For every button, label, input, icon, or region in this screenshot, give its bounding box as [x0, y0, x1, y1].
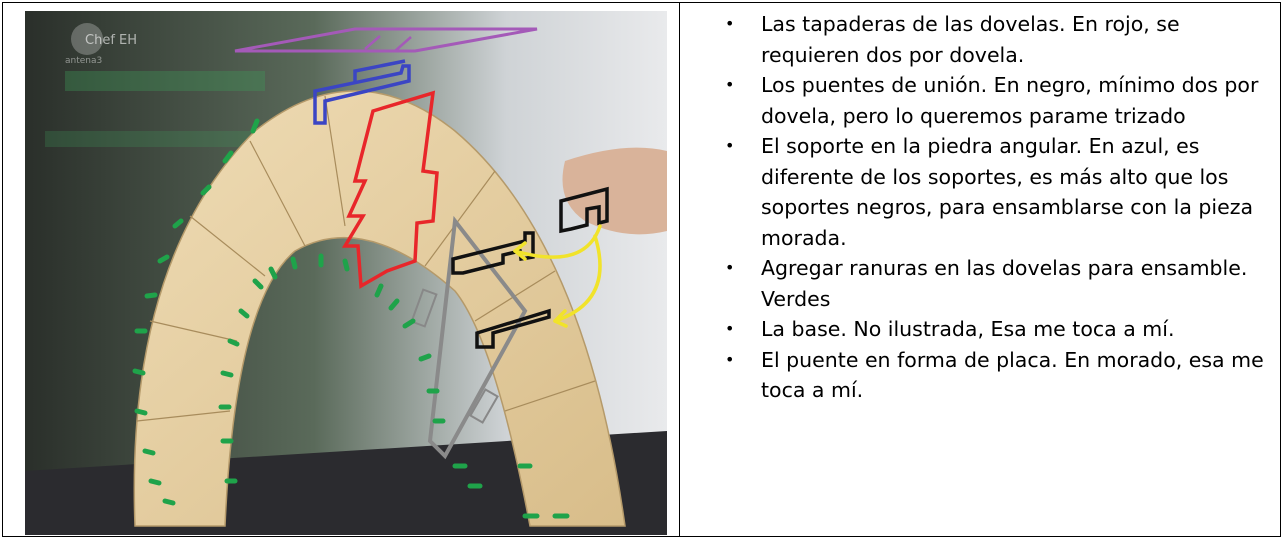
dovela-joints [136, 95, 596, 422]
yellow-arrows [513, 224, 602, 328]
description-list-cell: •Las tapaderas de las dovelas. En rojo, … [703, 9, 1273, 406]
list-item: •El soporte en la piedra angular. En azu… [725, 134, 1254, 250]
list-item: •Los puentes de unión. En negro, mínimo … [725, 73, 1259, 128]
red-tapadera [341, 90, 439, 289]
green-bar [65, 71, 265, 91]
list-item-text: Las tapaderas de las dovelas. En rojo, s… [761, 12, 1180, 67]
list-item-text: El soporte en la piedra angular. En azul… [761, 134, 1254, 250]
list-item-text: Los puentes de unión. En negro, mínimo d… [761, 73, 1259, 128]
green-bar [45, 131, 275, 147]
watermark-logo [71, 23, 103, 55]
green-slots [132, 118, 570, 519]
arch [133, 90, 626, 527]
arch-illustration: Chef EH antena3 [25, 11, 667, 535]
watermark-text: Chef EH [85, 33, 137, 48]
grey-slot [410, 288, 438, 328]
list-item: •Agregar ranuras en las dovelas para ens… [725, 256, 1248, 311]
annotated-arch-photo: Chef EH antena3 [25, 11, 667, 535]
grey-panel [427, 215, 528, 460]
grey-slot [469, 388, 499, 424]
black-bridges [451, 186, 609, 349]
list-item-text: El puente en forma de placa. En morado, … [761, 347, 1264, 403]
list-item: •El puente en forma de placa. En morado,… [725, 347, 1264, 403]
description-list: •Las tapaderas de las dovelas. En rojo, … [703, 9, 1273, 406]
watermark-subtext: antena3 [65, 56, 102, 66]
blue-support [313, 59, 411, 125]
list-item-text: La base. No ilustrada, Esa me toca a mí. [761, 317, 1175, 341]
list-item-text: Agregar ranuras en las dovelas para ensa… [761, 256, 1248, 311]
list-item: •Las tapaderas de las dovelas. En rojo, … [725, 12, 1180, 67]
list-item: •La base. No ilustrada, Esa me toca a mí… [725, 317, 1175, 341]
table-divider [679, 3, 680, 536]
purple-plate [234, 27, 538, 53]
